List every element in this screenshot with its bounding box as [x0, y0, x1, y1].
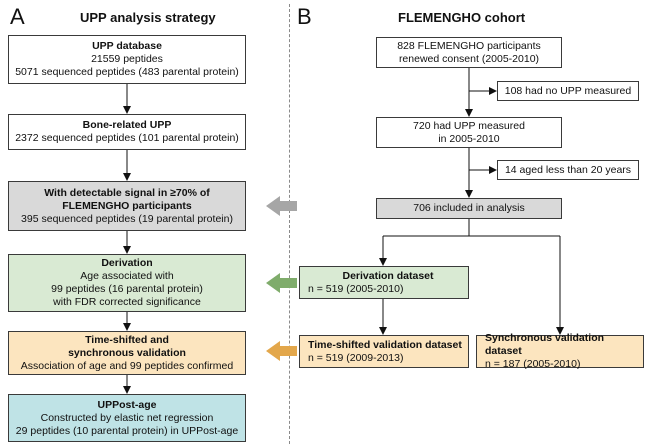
participants-box: 828 FLEMENGHO participants renewed conse… — [376, 37, 562, 68]
green-block-arrow — [266, 273, 297, 293]
validation-heading: synchronous validation — [68, 346, 186, 359]
derivation-dataset-box: Derivation dataset n = 519 (2005-2010) — [299, 266, 469, 299]
included-text: 706 included in analysis — [413, 202, 525, 214]
derivation-line: 99 peptides (16 parental protein) — [51, 283, 203, 295]
time-shifted-dataset-box: Time-shifted validation dataset n = 519 … — [299, 335, 469, 368]
upp-database-heading: UPP database — [92, 40, 162, 52]
derivation-line: Age associated with — [80, 270, 174, 282]
had-upp-line: 720 had UPP measured — [413, 119, 525, 132]
bone-related-heading: Bone-related UPP — [82, 119, 172, 131]
had-upp-box: 720 had UPP measured in 2005-2010 — [376, 117, 562, 148]
participants-line: 828 FLEMENGHO participants — [397, 39, 541, 52]
time-shifted-line: n = 519 (2009-2013) — [308, 351, 404, 364]
derivation-line: with FDR corrected significance — [53, 296, 201, 308]
aged-text: 14 aged less than 20 years — [504, 163, 632, 176]
derivation-box: Derivation Age associated with 99 peptid… — [8, 254, 246, 312]
upp-database-line: 5071 sequenced peptides (483 parental pr… — [15, 66, 239, 78]
derivation-dataset-heading: Derivation dataset — [342, 269, 434, 282]
synchronous-heading: Synchronous validation dataset — [485, 332, 605, 357]
time-shifted-heading: Time-shifted validation dataset — [308, 338, 462, 351]
derivation-heading: Derivation — [101, 257, 153, 269]
uppost-age-heading: UPPost-age — [97, 398, 157, 411]
gray-block-arrow — [266, 196, 297, 216]
panel-b-title: FLEMENGHO cohort — [398, 10, 526, 25]
synchronous-line: n = 187 (2005-2010) — [485, 358, 581, 370]
participants-line: renewed consent (2005-2010) — [398, 52, 540, 65]
uppost-age-line: Constructed by elastic net regression — [40, 411, 214, 424]
had-upp-line: in 2005-2010 — [438, 132, 500, 145]
detectable-signal-box: With detectable signal in ≥70% of FLEMEN… — [8, 181, 246, 231]
panel-b-letter: B — [297, 4, 312, 29]
upp-database-box: UPP database 21559 peptides 5071 sequenc… — [8, 35, 246, 84]
aged-box: 14 aged less than 20 years — [497, 160, 639, 180]
synchronous-dataset-box: Synchronous validation dataset n = 187 (… — [476, 332, 644, 370]
panel-a-title: UPP analysis strategy — [80, 10, 216, 25]
validation-line: Association of age and 99 peptides confi… — [20, 359, 234, 372]
bone-related-line: 2372 sequenced peptides (101 parental pr… — [15, 132, 239, 144]
orange-block-arrow — [266, 341, 297, 361]
detectable-signal-line: 395 sequenced peptides (19 parental prot… — [21, 212, 233, 225]
no-upp-box: 108 had no UPP measured — [497, 81, 639, 101]
validation-box: Time-shifted and synchronous validation … — [8, 331, 246, 375]
detectable-signal-heading: FLEMENGHO participants — [62, 199, 192, 212]
detectable-signal-heading: With detectable signal in ≥70% of — [44, 186, 210, 199]
validation-heading: Time-shifted and — [85, 333, 169, 346]
uppost-age-line: 29 peptides (10 parental protein) in UPP… — [15, 424, 239, 437]
upp-database-line: 21559 peptides — [91, 53, 163, 65]
included-box: 706 included in analysis — [376, 198, 562, 219]
no-upp-text: 108 had no UPP measured — [504, 84, 632, 97]
derivation-dataset-line: n = 519 (2005-2010) — [308, 282, 404, 295]
panel-a-letter: A — [10, 4, 25, 29]
bone-related-upp-box: Bone-related UPP 2372 sequenced peptides… — [8, 114, 246, 150]
uppost-age-box: UPPost-age Constructed by elastic net re… — [8, 394, 246, 442]
panel-divider — [289, 4, 290, 444]
